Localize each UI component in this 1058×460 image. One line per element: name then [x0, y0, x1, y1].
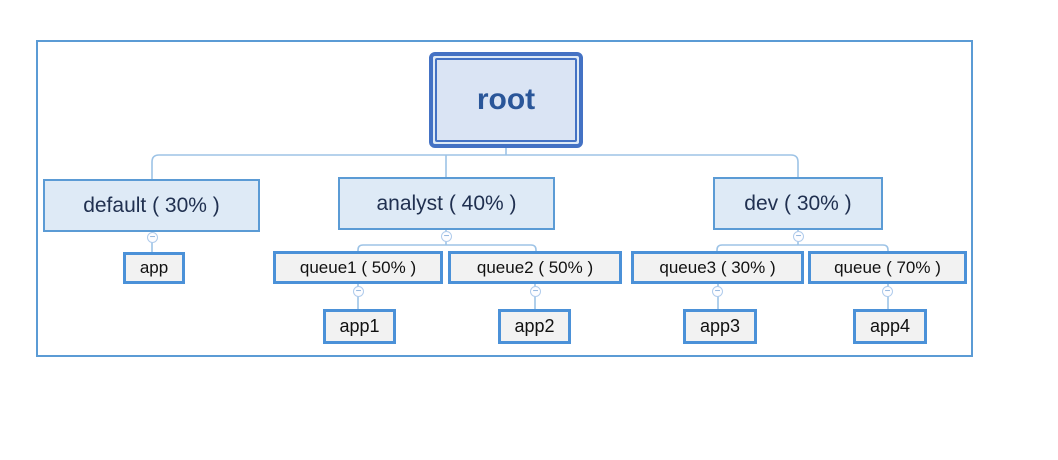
collapse-icon-analyst[interactable]: − — [441, 231, 452, 242]
collapse-icon-queue1[interactable]: − — [353, 286, 364, 297]
collapse-icon-queue[interactable]: − — [882, 286, 893, 297]
node-analyst[interactable]: analyst ( 40% ) — [338, 177, 555, 230]
node-app1[interactable]: app1 — [323, 309, 396, 344]
collapse-icon-queue2[interactable]: − — [530, 286, 541, 297]
collapse-icon-dev[interactable]: − — [793, 231, 804, 242]
node-app4[interactable]: app4 — [853, 309, 927, 344]
node-dev[interactable]: dev ( 30% ) — [713, 177, 883, 230]
node-app3[interactable]: app3 — [683, 309, 757, 344]
node-queue2[interactable]: queue2 ( 50% ) — [448, 251, 622, 284]
node-app2[interactable]: app2 — [498, 309, 571, 344]
diagram-frame — [36, 40, 973, 357]
node-root-label: root — [435, 58, 577, 142]
node-queue1[interactable]: queue1 ( 50% ) — [273, 251, 443, 284]
node-default[interactable]: default ( 30% ) — [43, 179, 260, 232]
node-queue3[interactable]: queue3 ( 30% ) — [631, 251, 804, 284]
node-queue[interactable]: queue ( 70% ) — [808, 251, 967, 284]
collapse-icon-default[interactable]: − — [147, 232, 158, 243]
node-root[interactable]: root — [429, 52, 583, 148]
collapse-icon-queue3[interactable]: − — [712, 286, 723, 297]
node-app[interactable]: app — [123, 252, 185, 284]
